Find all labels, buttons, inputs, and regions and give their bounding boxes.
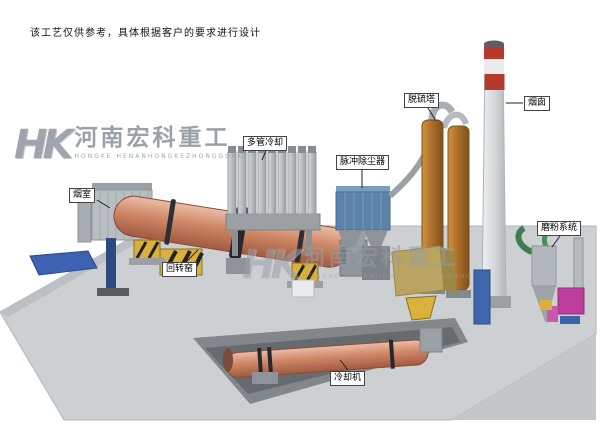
cooling-machine-body — [223, 327, 443, 384]
label-cooling-machine: 冷却机 — [330, 371, 366, 386]
storage-bins — [291, 245, 491, 325]
label-rotary-kiln: 回转窑 — [162, 262, 198, 277]
desulfurization-towers — [420, 101, 471, 298]
label-leader-lines — [96, 102, 561, 371]
label-smoke-chamber: 烟室 — [69, 188, 96, 203]
label-multi-tube-cooler: 多管冷却 — [243, 136, 288, 151]
label-milling-system: 磨粉系统 — [537, 221, 582, 236]
blue-pad — [29, 250, 98, 276]
multi-tube-cooler-unit — [225, 146, 321, 256]
label-pulse-dust-collector: 脉冲除尘器 — [336, 155, 390, 170]
milling-system-unit — [515, 225, 585, 324]
label-desulfurization-tower: 脱硫塔 — [404, 93, 440, 108]
label-chimney: 烟囱 — [524, 96, 551, 111]
disclaimer-text: 该工艺仅供参考，具体根据客户的要求进行设计 — [30, 28, 261, 39]
chimney-stack — [477, 40, 511, 308]
